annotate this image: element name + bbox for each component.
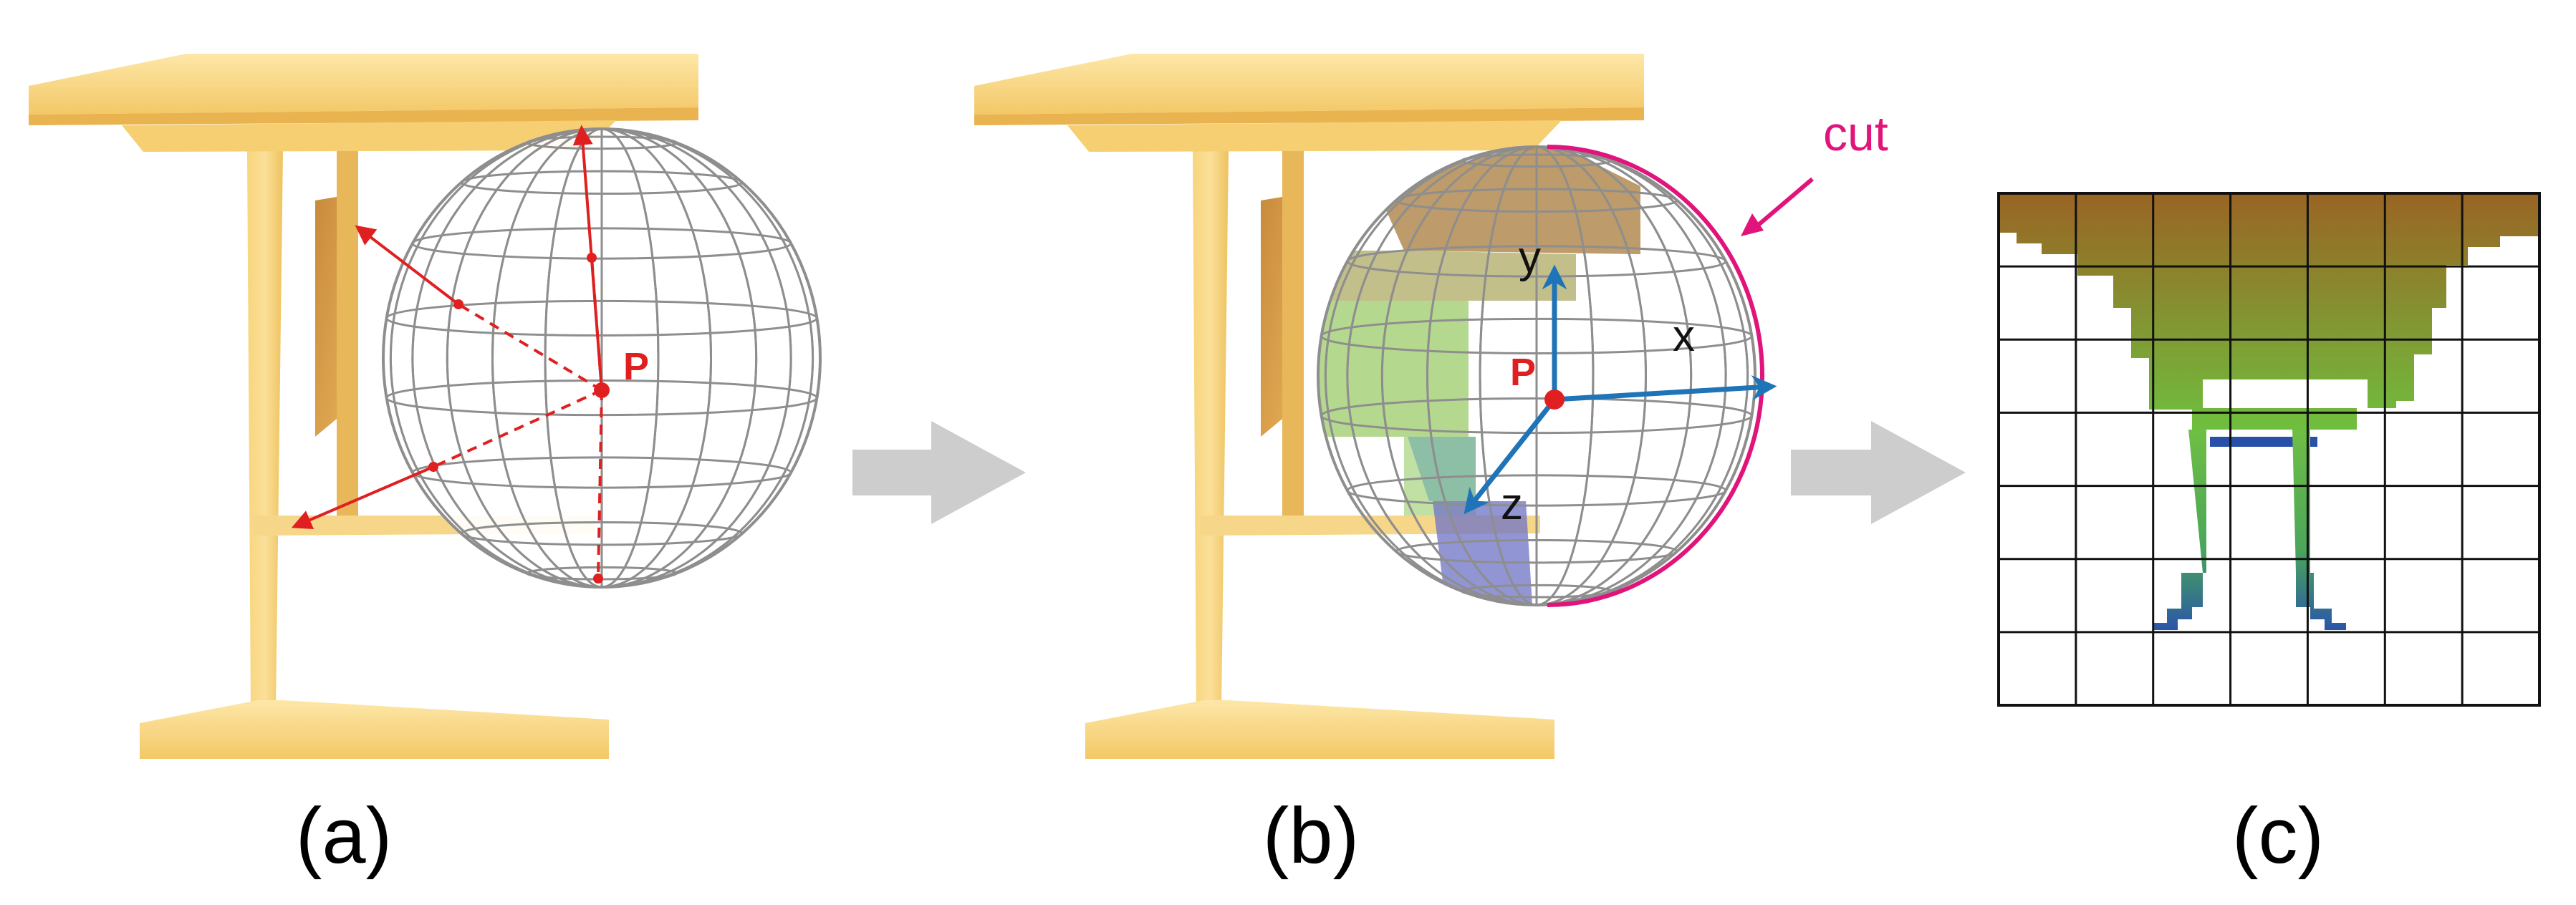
axis-x-label: x [1673,311,1695,361]
ray-left-down [291,465,434,530]
ray-dot [587,253,597,263]
ray-dot [453,299,463,309]
ray-left-down-dashed [433,389,602,468]
origin-dot [1544,389,1565,410]
beam-web [1193,150,1229,709]
flow-arrow-2 [1791,421,1966,524]
panel-c: (c) [1997,192,2541,880]
axis-y-label: y [1519,233,1541,282]
ray-down-dashed [597,389,603,579]
axis-z-label: z [1501,480,1523,529]
beam-web [247,150,283,709]
ray-up-dashed [590,257,603,391]
panel-a: P (a) [29,54,822,880]
flow-arrow-1 [852,421,1026,524]
cut-label: cut [1823,107,1888,161]
patch-low [1408,437,1476,501]
i-beam-b [974,54,1644,759]
point-p-dot [594,382,610,398]
bottom-flange [140,700,609,759]
top-flange-edge [974,107,1644,125]
bridge-blue [2210,437,2317,447]
leg-right [2292,430,2346,630]
depth-region-top [1999,193,2539,430]
point-p-label-b: P [1510,351,1536,394]
top-flange-underside [1067,120,1562,152]
wire-sphere-a [382,127,822,589]
wire-sphere-b [1317,145,1756,606]
top-flange [974,54,1644,115]
ray-dot [428,462,438,472]
axis-z-arrow [1464,397,1557,515]
top-flange-underside [122,120,616,152]
panel-b: cut y x z P (b) [974,54,1888,880]
top-flange-edge [29,107,698,125]
caption-a: (a) [296,792,392,880]
leg-left [2153,430,2206,630]
axis-x-arrow [1554,374,1777,402]
caption-c: (c) [2232,792,2324,880]
patch-mid [1318,301,1469,437]
cut-pointer-head [1741,213,1764,236]
ray-dot [593,574,603,584]
meridian-line [389,127,814,589]
ray-left-up [355,225,460,306]
pixel-grid [1997,192,2541,707]
patch-bottom [1433,501,1533,605]
meridian-line [1324,145,1749,606]
stiffener-edge [1282,147,1304,516]
ray-left-up-dashed [457,303,603,392]
caption-b: (b) [1263,792,1359,880]
depth-image [1999,193,2539,630]
point-p-label: P [623,345,649,388]
gap-hole [2203,379,2368,408]
projection-rays: P [291,125,649,584]
cut-pointer [1754,177,1814,230]
bottom-flange [1085,700,1554,759]
grid-border [1997,192,2541,707]
top-flange [29,54,698,115]
local-axes: y x z P [1464,233,1777,529]
stiffener-edge [337,147,358,516]
